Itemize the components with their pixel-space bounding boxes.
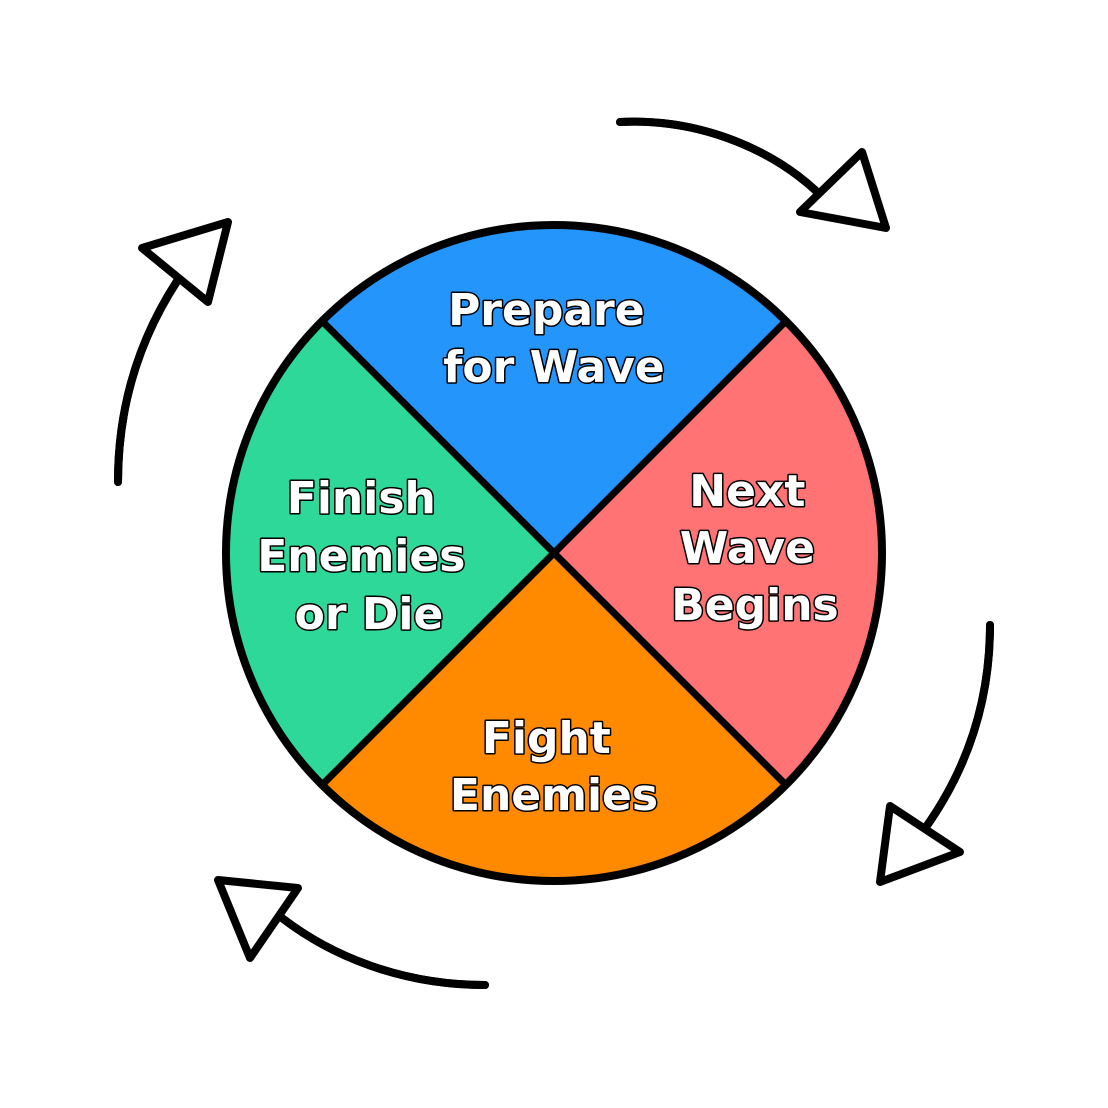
arrowhead-icon: [796, 148, 890, 232]
arrow-top-right: [616, 117, 890, 232]
arrowhead-icon: [214, 876, 302, 962]
divider-line: [318, 317, 790, 789]
label-line: Enemies: [450, 770, 658, 821]
label-line: Enemies: [257, 531, 465, 582]
arrow-top-left: [114, 218, 232, 486]
wheel-outline: [222, 221, 886, 885]
label-next-wave-begins: Next Wave Begins: [671, 466, 838, 631]
label-line: Prepare: [448, 285, 645, 336]
label-line: Begins: [671, 580, 838, 631]
label-line: Fight: [482, 713, 611, 764]
arrowhead-icon: [876, 802, 964, 886]
label-prepare-for-wave: Prepare for Wave: [443, 285, 665, 393]
label-line: for Wave: [443, 342, 665, 393]
label-line: or Die: [295, 589, 444, 640]
label-finish-enemies-or-die: Finish Enemies or Die: [257, 473, 481, 640]
label-line: Finish: [287, 473, 436, 524]
arrow-bottom-left: [214, 876, 489, 989]
label-line: Next: [689, 466, 805, 517]
label-line: Wave: [680, 523, 815, 574]
arrow-bottom-right: [876, 621, 994, 886]
label-fight-enemies: Fight Enemies: [450, 713, 658, 821]
arrowhead-icon: [138, 218, 232, 306]
